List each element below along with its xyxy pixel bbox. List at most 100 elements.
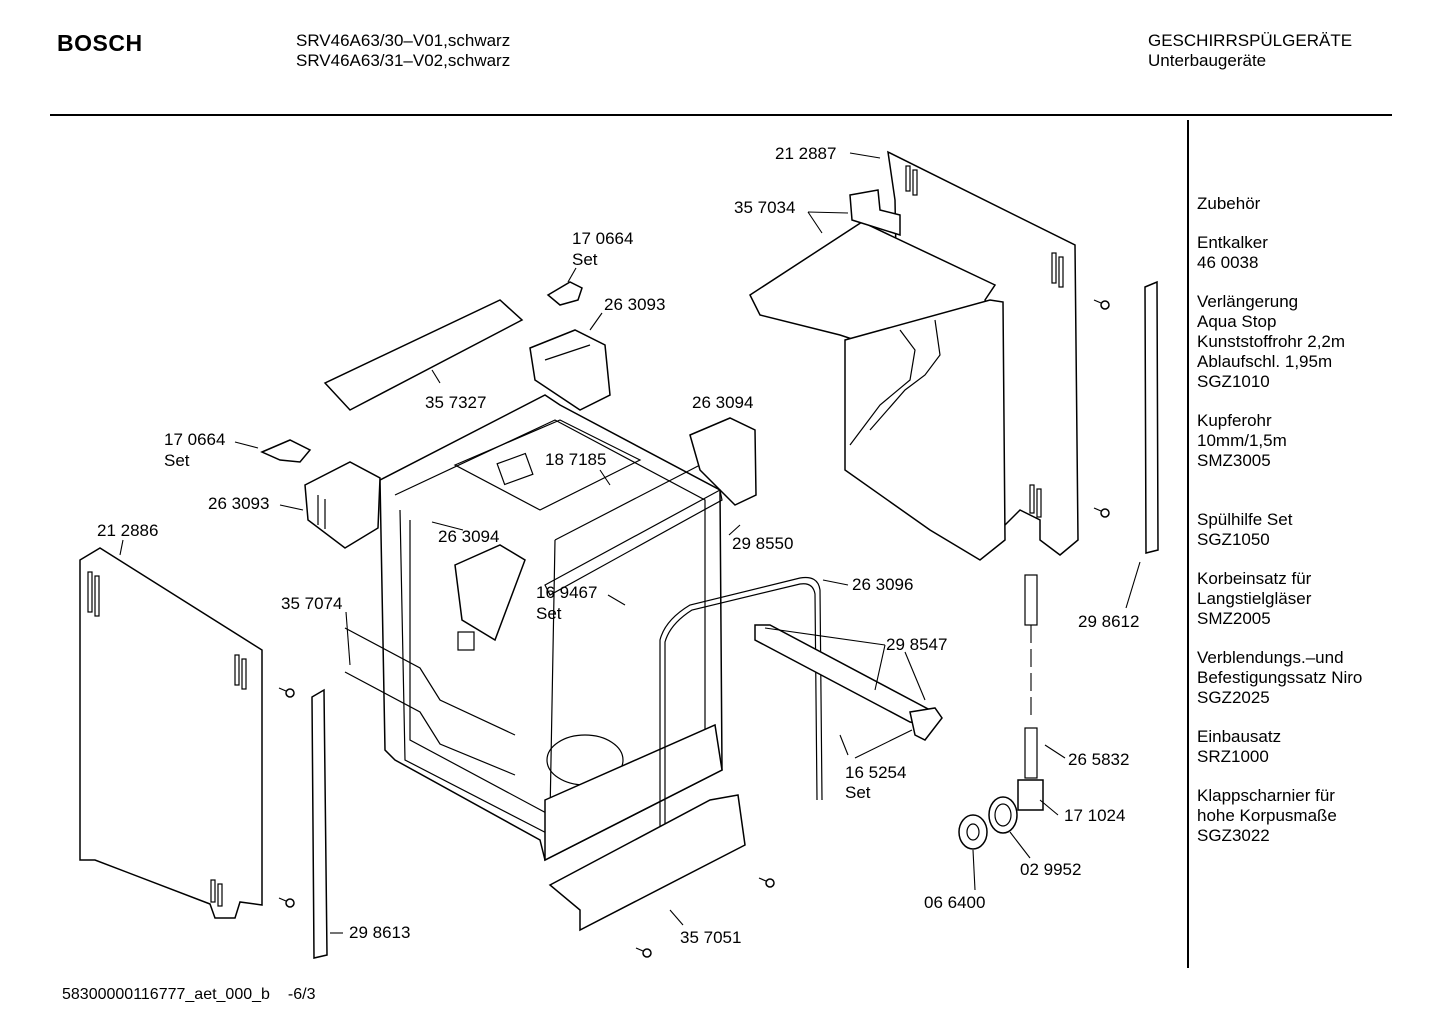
- part-label-298547: 29 8547: [886, 635, 947, 654]
- part-label-357327: 35 7327: [425, 393, 486, 412]
- spray-arm-165254: [754, 624, 943, 741]
- part-label-170664-top: 17 0664: [572, 229, 633, 248]
- drain-hose-265832: [1024, 574, 1038, 779]
- accessory-line: 10mm/1,5m: [1197, 431, 1287, 450]
- accessories-list: Zubehör Entkalker 46 0038 Verlängerung A…: [1197, 194, 1362, 865]
- accessory-line: Verblendungs.–und: [1197, 648, 1344, 667]
- part-label-212887: 21 2887: [775, 144, 836, 163]
- rail-298550: [544, 489, 723, 596]
- part-label-263093-left: 26 3093: [208, 494, 269, 513]
- screw-icon: [278, 687, 295, 698]
- accessory-line: SMZ3005: [1197, 451, 1271, 470]
- rails-357074: [344, 627, 516, 776]
- screw-icon: [758, 877, 775, 888]
- cover-panel-357034: [749, 189, 1006, 561]
- bracket-263093-top: [529, 329, 611, 411]
- accessory-line: Korbeinsatz für: [1197, 569, 1312, 588]
- accessory-line: SGZ3022: [1197, 826, 1270, 845]
- accessory-line: Entkalker: [1197, 233, 1268, 252]
- part-label-263093-top: 26 3093: [604, 295, 665, 314]
- ring-029952: [988, 796, 1018, 834]
- part-label-165254: 16 5254: [845, 763, 906, 782]
- part-label-263096: 26 3096: [852, 575, 913, 594]
- category-line-1: GESCHIRRSPÜLGERÄTE: [1148, 31, 1353, 50]
- accessory-line: Befestigungssatz Niro: [1197, 668, 1363, 687]
- accessory-line: Verlängerung: [1197, 292, 1299, 311]
- hinge-170664-left: [260, 439, 312, 463]
- accessory-heading: Zubehör: [1197, 194, 1261, 213]
- part-label-169467-set: Set: [536, 604, 562, 623]
- part-label-170664-left: 17 0664: [164, 430, 225, 449]
- hinge-170664-top: [546, 281, 583, 306]
- accessory-line: Kupferohr: [1197, 411, 1272, 430]
- accessory-line: SGZ1010: [1197, 372, 1270, 391]
- accessory-line: Langstielgläser: [1197, 589, 1312, 608]
- accessory-group-verlaengerung: Verlängerung Aqua Stop Kunststoffrohr 2,…: [1197, 292, 1362, 392]
- brand-logo: BOSCH: [57, 30, 143, 56]
- accessory-line: Klappscharnier für: [1197, 786, 1335, 805]
- model-line-1: SRV46A63/30–V01,schwarz: [296, 31, 511, 50]
- accessory-line: hohe Korpusmaße: [1197, 806, 1337, 825]
- leader-lines: [119, 152, 1141, 934]
- accessory-line: Kunststoffrohr 2,2m: [1197, 332, 1346, 351]
- accessory-group-spuelhilfe: Spülhilfe Set SGZ1050: [1197, 510, 1362, 550]
- accessory-line: Spülhilfe Set: [1197, 510, 1293, 529]
- accessory-line: SMZ2005: [1197, 609, 1271, 628]
- accessory-line: SGZ2025: [1197, 688, 1270, 707]
- part-label-298613: 29 8613: [349, 923, 410, 942]
- accessory-group-zubehoer: Zubehör: [1197, 194, 1362, 214]
- accessory-group-kupferohr: Kupferohr 10mm/1,5m SMZ3005: [1197, 411, 1362, 471]
- part-label-165254-set: Set: [845, 783, 871, 802]
- category-line-2: Unterbaugeräte: [1148, 51, 1267, 70]
- accessory-group-entkalker: Entkalker 46 0038: [1197, 233, 1362, 273]
- door-seal-263096: [659, 576, 823, 880]
- header-divider: [50, 114, 1392, 116]
- part-label-357074: 35 7074: [281, 594, 342, 613]
- accessory-line: Ablaufschl. 1,95m: [1197, 352, 1333, 371]
- part-label-357034: 35 7034: [734, 198, 795, 217]
- part-label-263094-mid: 26 3094: [438, 527, 499, 546]
- part-label-298550: 29 8550: [732, 534, 793, 553]
- screw-icon: [1093, 299, 1110, 310]
- screw-icon: [635, 947, 652, 958]
- part-label-170664-left-set: Set: [164, 451, 190, 470]
- cover-strip-357327: [323, 299, 524, 411]
- document-code: 58300000116777_aet_000_b: [62, 986, 270, 1003]
- part-label-066400: 06 6400: [924, 893, 985, 912]
- bracket-263094-right: [689, 417, 757, 506]
- model-line-2: SRV46A63/31–V02,schwarz: [296, 51, 511, 70]
- part-label-170664-top-set: Set: [572, 250, 598, 269]
- page-number: -6/3: [287, 986, 316, 1003]
- accessory-group-klappscharnier: Klappscharnier für hohe Korpusmaße SGZ30…: [1197, 786, 1362, 846]
- accessory-group-korbeinsatz: Korbeinsatz für Langstielgläser SMZ2005: [1197, 569, 1362, 629]
- screw-icon: [1093, 507, 1110, 518]
- screw-icon: [278, 897, 295, 908]
- part-label-265832: 26 5832: [1068, 750, 1129, 769]
- part-label-169467: 16 9467: [536, 583, 597, 602]
- part-label-298612: 29 8612: [1078, 612, 1139, 631]
- bracket-263094-mid: [454, 544, 526, 651]
- tub-body: [379, 394, 723, 862]
- part-label-171024: 17 1024: [1064, 806, 1125, 825]
- part-label-029952: 02 9952: [1020, 860, 1081, 879]
- part-label-212886: 21 2886: [97, 521, 158, 540]
- accessory-line: 46 0038: [1197, 253, 1259, 272]
- accessory-line: Aqua Stop: [1197, 312, 1277, 331]
- part-label-187185: 18 7185: [545, 450, 606, 469]
- strip-298612: [1144, 280, 1159, 554]
- accessory-group-einbausatz: Einbausatz SRZ1000: [1197, 727, 1362, 767]
- strip-298613: [311, 688, 328, 959]
- accessory-line: SRZ1000: [1197, 747, 1269, 766]
- accessory-line: Einbausatz: [1197, 727, 1282, 746]
- accessory-line: SGZ1050: [1197, 530, 1270, 549]
- nut-066400: [958, 814, 988, 850]
- footer: 58300000116777_aet_000_b -6/3: [62, 986, 334, 1004]
- accessory-group-verblendung: Verblendungs.–und Befestigungssatz Niro …: [1197, 648, 1362, 708]
- plinth-357051: [548, 794, 746, 932]
- part-label-357051: 35 7051: [680, 928, 741, 947]
- part-label-263094-right: 26 3094: [692, 393, 753, 412]
- side-panel-left: [79, 547, 263, 919]
- bracket-263093-left: [304, 461, 381, 549]
- drain-fitting-171024: [1017, 779, 1044, 811]
